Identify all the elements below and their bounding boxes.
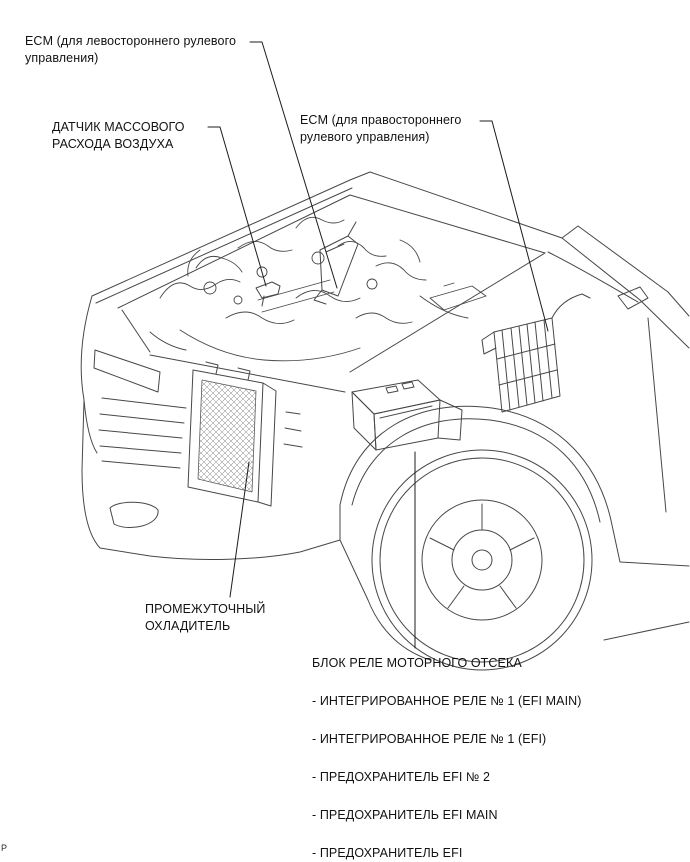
relay-box-part xyxy=(351,379,463,451)
callout-intercooler-line1: ПРОМЕЖУТОЧНЫЙ xyxy=(145,602,266,616)
callout-ecm-left-line1: ECM (для левостороннего рулевого xyxy=(25,34,237,48)
callout-relay-block: БЛОК РЕЛЕ МОТОРНОГО ОТСЕКА - ИНТЕГРИРОВА… xyxy=(312,655,582,862)
callout-ecm-right: ECM (для правостороннего рулевого управл… xyxy=(300,112,461,146)
intercooler-part xyxy=(187,361,277,507)
relay-block-title: БЛОК РЕЛЕ МОТОРНОГО ОТСЕКА xyxy=(312,656,522,670)
leader-maf-sensor xyxy=(207,126,267,287)
leader-ecm-right xyxy=(479,120,549,332)
leader-intercooler xyxy=(229,461,250,598)
ecm-left-part xyxy=(313,221,359,305)
callout-intercooler: ПРОМЕЖУТОЧНЫЙ ОХЛАДИТЕЛЬ xyxy=(145,601,266,635)
callout-ecm-left: ECM (для левостороннего рулевого управле… xyxy=(25,33,236,67)
callout-intercooler-line2: ОХЛАДИТЕЛЬ xyxy=(145,619,231,633)
page-corner-mark: P xyxy=(1,843,8,853)
callout-maf-line1: ДАТЧИК МАССОВОГО xyxy=(52,120,185,134)
relay-block-item: - ПРЕДОХРАНИТЕЛЬ EFI № 2 xyxy=(312,770,491,784)
engine-detail xyxy=(149,216,487,362)
callout-ecm-right-line1: ECM (для правостороннего xyxy=(300,113,462,127)
car-body-outline xyxy=(80,171,690,661)
callout-maf-sensor: ДАТЧИК МАССОВОГО РАСХОДА ВОЗДУХА xyxy=(52,119,185,153)
front-wheel xyxy=(371,449,593,671)
relay-block-item: - ИНТЕГРИРОВАННОЕ РЕЛЕ № 1 (EFI MAIN) xyxy=(312,694,582,708)
relay-block-item: - ИНТЕГРИРОВАННОЕ РЕЛЕ № 1 (EFI) xyxy=(312,732,547,746)
leader-ecm-left xyxy=(249,41,338,289)
maf-sensor-part xyxy=(255,281,281,307)
relay-block-item: - ПРЕДОХРАНИТЕЛЬ EFI MAIN xyxy=(312,808,498,822)
leader-lines xyxy=(207,41,549,649)
ecm-right-part xyxy=(481,293,591,413)
callout-maf-line2: РАСХОДА ВОЗДУХА xyxy=(52,137,174,151)
callout-ecm-left-line2: управления) xyxy=(25,51,99,65)
callout-ecm-right-line2: рулевого управления) xyxy=(300,130,430,144)
